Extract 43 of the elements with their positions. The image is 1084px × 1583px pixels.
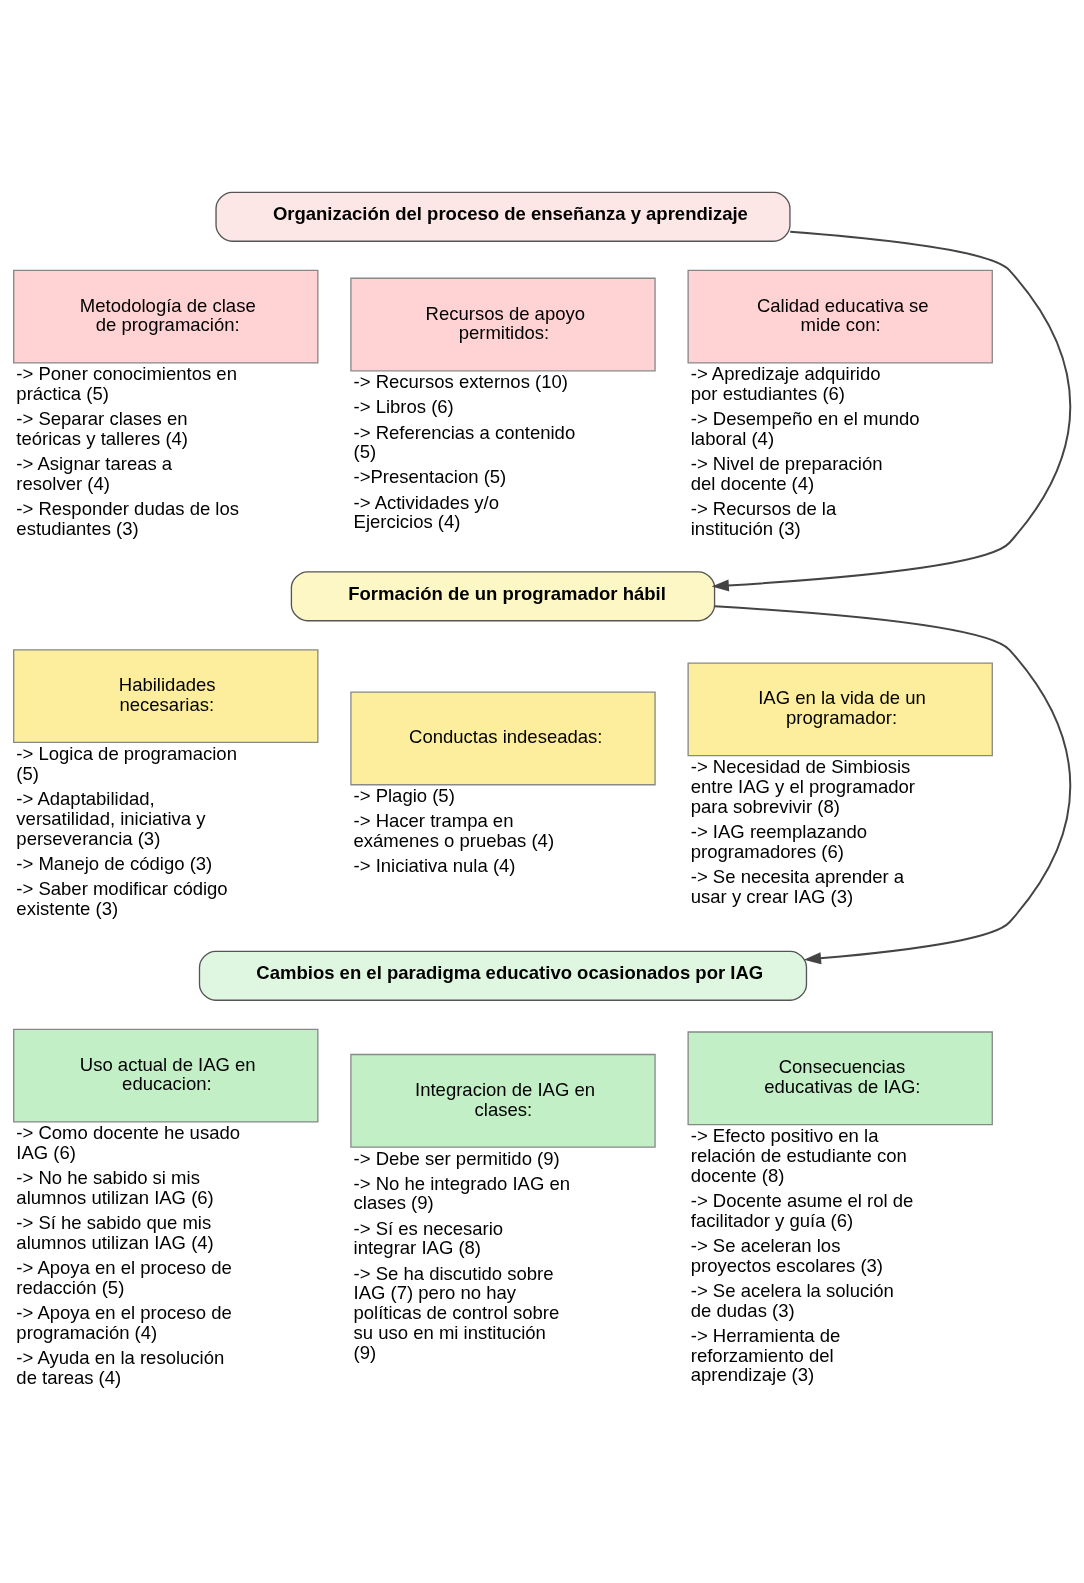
- node-label: -> Sí he sabido que mis alumnos utilizan IAG (4): [16, 1211, 214, 1253]
- node-box: Formación de un programador hábil: [290, 570, 716, 621]
- node-label: -> Efecto positivo en la relación de estudiante con docente (8): [690, 1124, 907, 1186]
- node-label: -> Se necesita aprender a usar y crear IAG (3): [690, 865, 905, 907]
- node-label: -> Asignar tareas a resolver (4): [16, 452, 173, 494]
- node-label: -> Adaptabilidad, versatilidad, iniciativa y perseverancia (3): [16, 787, 206, 848]
- node-label: -> Actividades y/o Ejercicios (4): [353, 491, 500, 532]
- node-label: ->Presentacion (5): [353, 465, 507, 487]
- node-label: -> Se aceleran los proyectos escolares (3): [690, 1234, 884, 1276]
- arrow: [711, 230, 1072, 591]
- node-label: -> IAG reemplazando programadores (6): [690, 820, 868, 862]
- node-label: -> Apoya en el proceso de redacción (5): [16, 1256, 232, 1298]
- node-label: -> Separar clases en teóricas y talleres (4): [16, 407, 189, 449]
- node-label: -> Apredizaje adquirido por estudiantes (6): [690, 362, 881, 404]
- node-label: -> No he integrado IAG en clases (9): [353, 1172, 571, 1213]
- node-label: -> Manejo de código (3): [16, 852, 213, 874]
- node-label: -> Se acelera la solución de dudas (3): [690, 1279, 894, 1321]
- node-label: -> Recursos de la institución (3): [690, 497, 837, 539]
- node-label: -> Herramienta de reforzamiento del aprendizaje (3): [690, 1324, 841, 1385]
- node-label: -> No he sabido si mis alumnos utilizan IAG (6): [16, 1166, 214, 1208]
- node-label: -> Responder dudas de los estudiantes (3): [16, 497, 240, 539]
- node-label: -> Desempeño en el mundo laboral (4): [690, 407, 920, 449]
- node-label: -> Poner conocimientos en práctica (5): [16, 362, 237, 404]
- node-label: -> Necesidad de Simbiosis entre IAG y el programador para sobrevivir (8): [690, 755, 915, 817]
- node-label: -> Plagio (5): [353, 784, 455, 806]
- node-label: -> Nivel de preparación del docente (4): [690, 452, 883, 494]
- node-label: -> Logica de programacion (5): [16, 742, 237, 784]
- node-label: -> Apoya en el proceso de programación (4): [16, 1301, 232, 1343]
- node-label: -> Sí es necesario integrar IAG (8): [353, 1217, 504, 1258]
- node-label: -> Recursos externos (10): [353, 370, 568, 392]
- node-label: -> Ayuda en la resolución de tareas (4): [16, 1346, 225, 1388]
- node-label: -> Como docente he usado IAG (6): [16, 1121, 241, 1163]
- arrow: [713, 604, 1072, 964]
- node-label: -> Saber modificar código existente (3): [16, 877, 228, 919]
- node-label: -> Debe ser permitido (9): [353, 1147, 560, 1169]
- node-box: Cambios en el paradigma educativo ocasionados por IAG: [198, 950, 808, 1001]
- node-label: -> Docente asume el rol de facilitador y guía (6): [690, 1189, 914, 1231]
- node-label: -> Referencias a contenido (5): [353, 421, 576, 462]
- node-label: -> Hacer trampa en exámenes o pruebas (4): [353, 809, 555, 851]
- node-box: Organización del proceso de enseñanza y aprendizaje: [215, 191, 791, 242]
- node-label: -> Iniciativa nula (4): [353, 854, 516, 876]
- node-label: -> Libros (6): [353, 395, 454, 417]
- node-label: -> Se ha discutido sobre IAG (7) pero no hay políticas de control sobre su uso en mi institución (9): [353, 1262, 560, 1363]
